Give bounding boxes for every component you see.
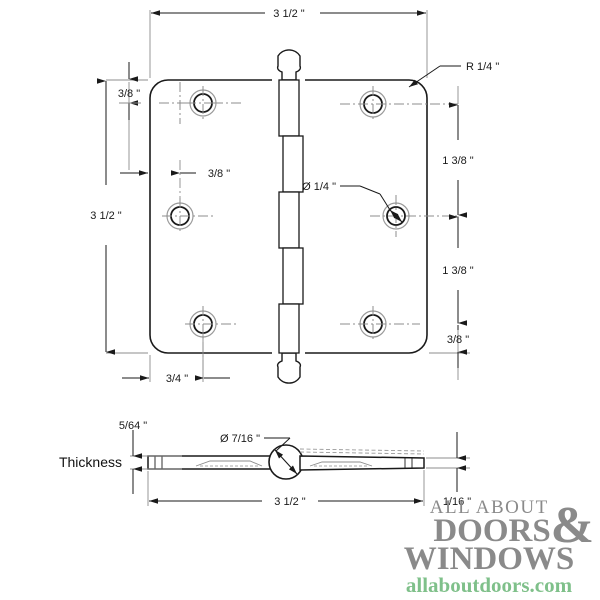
logo-top-rows: ALL ABOUT DOORS & (384, 497, 594, 555)
dim-leaf-edge-thickness (426, 432, 470, 492)
dim-label-corner-radius: R 1/4 " (466, 61, 499, 73)
knuckle-3 (278, 191, 300, 249)
screw-hole-bottom-left (185, 306, 238, 370)
dim-label-left-hole-offset: 3/8 " (208, 168, 230, 180)
knuckle-5 (278, 303, 300, 354)
dim-label-thickness: 5/64 " (119, 420, 147, 432)
dim-label-barrel-diameter: Ø 7/16 " (220, 433, 260, 445)
front-view: 3 1/2 " 3 1/2 " 3/8 " 3/8 " (90, 8, 499, 385)
screw-hole-bottom-right (340, 306, 420, 342)
dim-label-hole-spacing-lower: 1 3/8 " (442, 265, 474, 277)
side-left-leaf (147, 455, 273, 470)
thickness-label: Thickness (59, 454, 122, 470)
dim-side-overall-length (147, 470, 425, 506)
hinge-barrel (276, 49, 304, 384)
brand-logo: ALL ABOUT DOORS & WINDOWS allaboutdoors.… (384, 498, 594, 596)
logo-line-windows: WINDOWS (403, 541, 575, 577)
dim-top-hole-offset (119, 62, 141, 120)
knuckle-4 (282, 247, 304, 305)
dim-label-overall-width-top: 3 1/2 " (273, 8, 305, 20)
left-leaf-outline (149, 79, 272, 354)
leader-barrel-diameter (264, 437, 291, 452)
dim-thickness (130, 430, 182, 494)
logo-line-website: allaboutdoors.com (405, 573, 573, 597)
dim-label-bottom-hole-offset: 3/8 " (447, 334, 469, 346)
screw-hole-middle-left (162, 198, 215, 234)
side-right-leaf (299, 448, 425, 471)
dim-label-leaf-edge-thickness: 1/16 " (443, 496, 471, 508)
logo-ampersand: & (550, 497, 594, 555)
logo-line-doors: DOORS (433, 513, 551, 549)
dim-label-hole-spacing-upper: 1 3/8 " (442, 155, 474, 167)
screw-hole-middle-right (370, 195, 460, 237)
logo-text-stack: ALL ABOUT DOORS (430, 498, 553, 548)
bottom-finial-icon (276, 352, 302, 384)
dim-label-bottom-width: 3/4 " (166, 373, 188, 385)
screw-hole-top-left (159, 82, 241, 124)
screw-hole-top-right (340, 86, 460, 122)
logo-line-all-about: ALL ABOUT (429, 497, 549, 518)
dim-label-side-overall-length: 3 1/2 " (274, 496, 306, 508)
knuckle-2 (282, 135, 304, 193)
top-finial-icon (276, 49, 302, 81)
barrel-diameter-arrow (274, 449, 298, 475)
dim-label-overall-height-left: 3 1/2 " (90, 210, 122, 222)
dim-label-top-hole-offset: 3/8 " (118, 88, 140, 100)
leader-hole-diameter (340, 185, 391, 211)
side-view: Thickness 5/64 " Ø 7/16 " (59, 420, 471, 508)
knuckle-1 (278, 79, 300, 137)
dim-label-hole-diameter: Ø 1/4 " (302, 181, 336, 193)
leader-corner-radius (408, 65, 461, 88)
dim-left-hole-offset (120, 160, 196, 200)
